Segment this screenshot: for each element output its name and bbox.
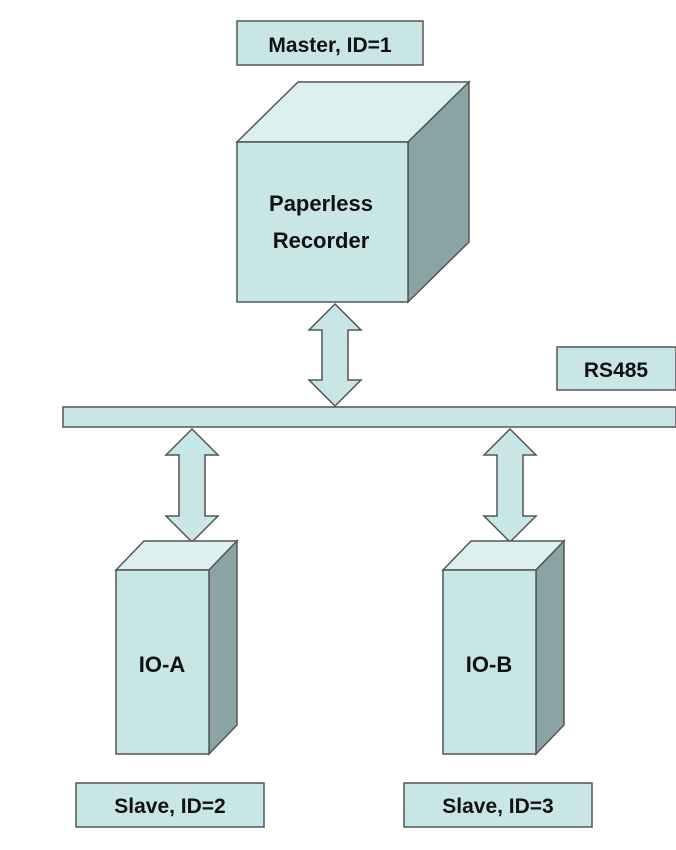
master-device-label-line2: Recorder [273,228,370,253]
io-a-device-box: IO-A [114,539,239,756]
io-a-device-label: IO-A [139,652,186,677]
rs485-tag-text: RS485 [584,359,649,382]
io-b-bus-double-arrow [482,427,538,544]
io-b-device-box: IO-B [441,539,566,756]
slave-a-tag-text: Slave, ID=2 [114,795,226,818]
master-tag: Master, ID=1 [236,20,424,66]
slave-b-tag: Slave, ID=3 [403,782,593,828]
master-bus-double-arrow [307,302,363,408]
slave-b-tag-text: Slave, ID=3 [442,795,554,818]
master-device-label-line1: Paperless [269,191,373,216]
rs485-tag: RS485 [556,346,676,391]
io-b-device-label: IO-B [466,652,512,677]
master-device-cube: Paperless Recorder [235,80,471,304]
rs485-bus-line [62,406,676,428]
io-a-bus-double-arrow [164,427,220,544]
master-tag-text: Master, ID=1 [268,34,391,57]
slave-a-tag: Slave, ID=2 [75,782,265,828]
